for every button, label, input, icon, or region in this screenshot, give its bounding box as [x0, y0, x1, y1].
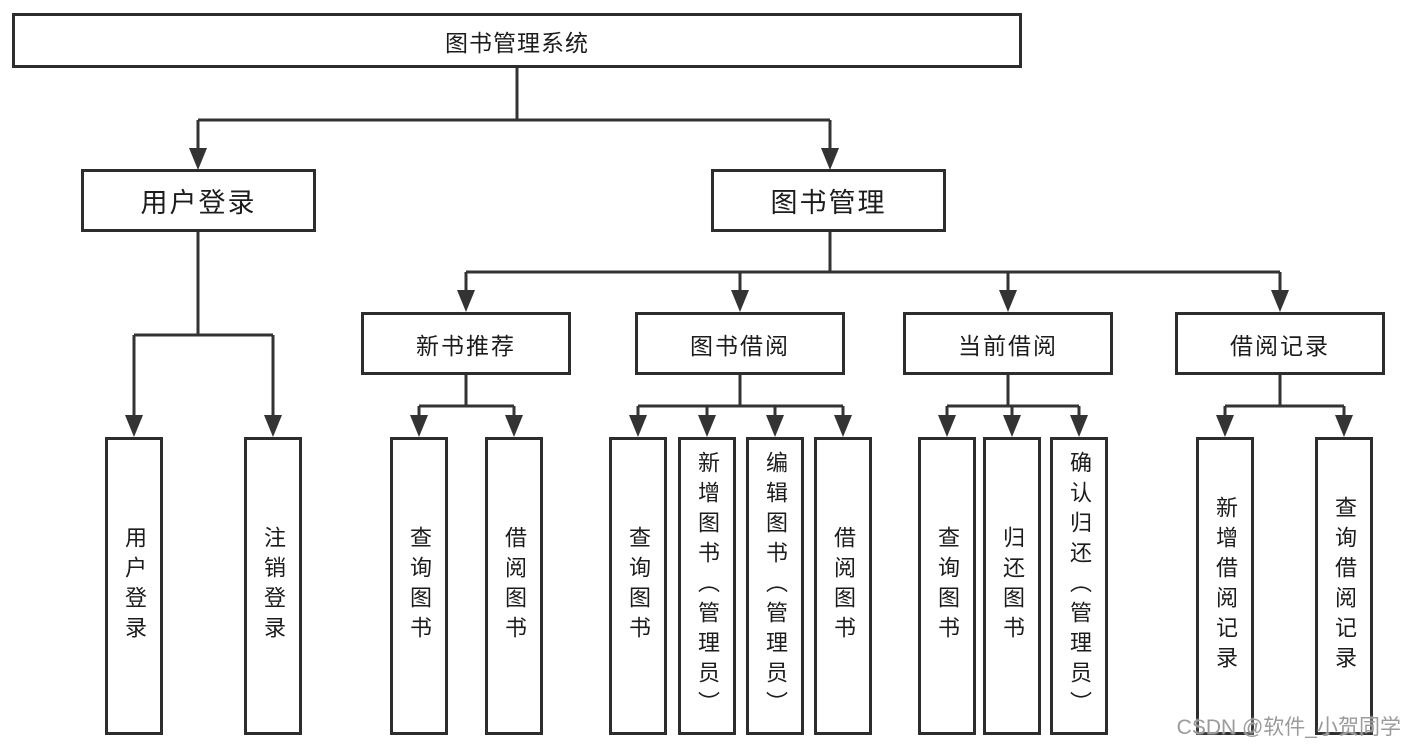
- node-label: 查询图书: [935, 526, 960, 646]
- arrowhead: [457, 290, 475, 312]
- node-label: 编辑图书（管理员）: [763, 451, 788, 721]
- node-book-borrow: 图书借阅: [635, 312, 845, 375]
- node-label: 图书管理: [770, 188, 887, 218]
- node-label: 当前借阅: [958, 332, 1058, 359]
- arrowhead: [1335, 415, 1353, 437]
- node-query-books-current: 查询图书: [918, 437, 976, 735]
- node-confirm-return-admin: 确认归还（管理员）: [1050, 437, 1108, 735]
- node-label: 查询图书: [626, 526, 651, 646]
- arrowhead: [1216, 415, 1234, 437]
- node-label: 确认归还（管理员）: [1067, 451, 1092, 721]
- node-label: 用户登录: [122, 526, 147, 646]
- arrowhead: [698, 415, 716, 437]
- node-new-book-recommend: 新书推荐: [361, 312, 571, 375]
- node-book-management: 图书管理: [711, 169, 946, 232]
- node-label: 借阅图书: [502, 526, 527, 646]
- node-label: 新增借阅记录: [1213, 496, 1238, 676]
- arrowhead: [410, 415, 428, 437]
- node-add-borrow-record: 新增借阅记录: [1196, 437, 1254, 735]
- node-borrow-book-recommend: 借阅图书: [485, 437, 543, 735]
- node-label: 图书管理系统: [445, 29, 589, 56]
- node-query-books-borrow: 查询图书: [609, 437, 667, 735]
- node-label: 归还图书: [1000, 526, 1025, 646]
- arrowhead: [264, 415, 282, 437]
- arrowhead: [766, 415, 784, 437]
- node-label: 新书推荐: [416, 332, 516, 359]
- node-query-books-recommend: 查询图书: [390, 437, 448, 735]
- node-label: 新增图书（管理员）: [695, 451, 720, 721]
- arrowhead: [834, 415, 852, 437]
- node-edit-book-admin: 编辑图书（管理员）: [746, 437, 804, 735]
- node-borrow-records: 借阅记录: [1175, 312, 1385, 375]
- csdn-watermark: CSDN @软件_小贺同学: [1176, 716, 1401, 739]
- arrowhead: [125, 415, 143, 437]
- node-root-library-system: 图书管理系统: [12, 13, 1022, 68]
- node-query-borrow-record: 查询借阅记录: [1315, 437, 1373, 735]
- node-label: 查询借阅记录: [1332, 496, 1357, 676]
- arrowhead: [505, 415, 523, 437]
- node-label: 图书借阅: [690, 332, 790, 359]
- arrowheads: [125, 148, 1353, 437]
- arrowhead: [1003, 415, 1021, 437]
- node-logout: 注销登录: [244, 437, 302, 735]
- arrowhead: [189, 148, 207, 170]
- node-label: 借阅记录: [1230, 332, 1330, 359]
- arrowhead: [821, 148, 839, 170]
- node-label: 借阅图书: [831, 526, 856, 646]
- node-borrow-book-leaf: 借阅图书: [814, 437, 872, 735]
- node-return-book: 归还图书: [983, 437, 1041, 735]
- arrowhead: [629, 415, 647, 437]
- arrowhead: [999, 290, 1017, 312]
- connector-path: [132, 68, 1346, 417]
- node-user-login: 用户登录: [81, 169, 316, 232]
- node-label: 查询图书: [407, 526, 432, 646]
- arrowhead: [731, 290, 749, 312]
- node-label: 注销登录: [261, 526, 286, 646]
- arrowhead: [1271, 290, 1289, 312]
- node-user-login-leaf: 用户登录: [105, 437, 163, 735]
- node-current-borrow: 当前借阅: [903, 312, 1113, 375]
- node-label: 用户登录: [140, 188, 257, 218]
- arrowhead: [938, 415, 956, 437]
- node-add-book-admin: 新增图书（管理员）: [678, 437, 736, 735]
- arrowhead: [1070, 415, 1088, 437]
